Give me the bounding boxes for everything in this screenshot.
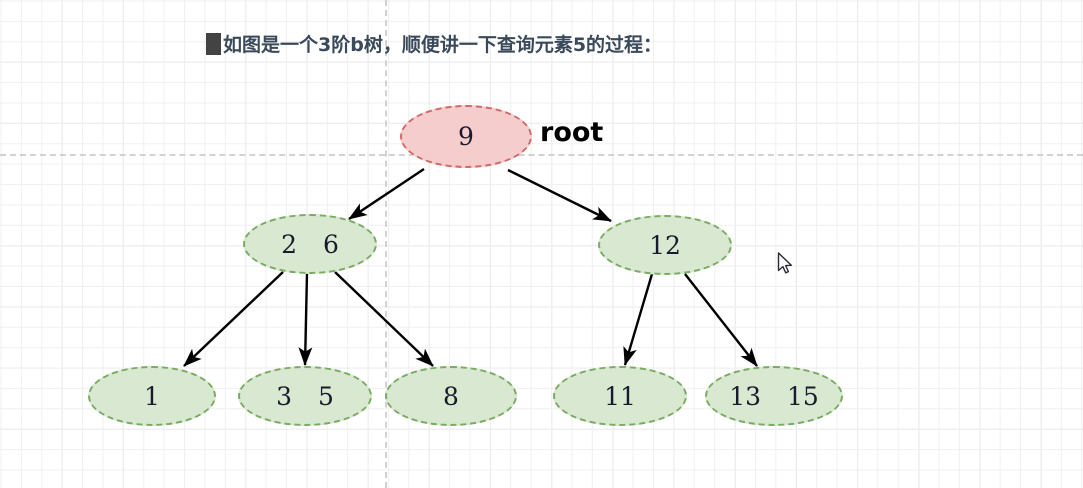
node-keys: 13 15 (729, 384, 819, 409)
node-key: 9 (458, 122, 474, 151)
node-key: 8 (443, 381, 459, 411)
node-keys: 1 (144, 384, 160, 409)
page-title: 如图是一个3阶b树，顺便讲一下查询元素5的过程： (206, 30, 662, 57)
edge-12-to-leaf-13-15 (684, 273, 758, 367)
tree-node-12[interactable]: 12 (598, 215, 732, 275)
edge-2-6-to-leaf-8 (334, 271, 434, 367)
node-keys: 11 (604, 384, 636, 409)
node-key: 15 (787, 381, 819, 411)
edge-2-6-to-leaf-1 (183, 271, 284, 367)
node-key: 2 (281, 229, 297, 259)
node-key: 13 (729, 381, 761, 411)
node-key: 5 (318, 381, 334, 411)
node-keys: 8 (443, 384, 459, 409)
tree-node-root[interactable]: 9 (400, 105, 532, 168)
tree-node-leaf-3-5[interactable]: 3 5 (238, 366, 372, 426)
tree-node-2-6[interactable]: 2 6 (243, 214, 377, 274)
node-keys: 2 6 (281, 232, 339, 257)
edge-12-to-leaf-11 (623, 273, 654, 366)
node-key: 1 (144, 381, 160, 411)
vertical-guide-line (385, 0, 387, 488)
node-key: 6 (323, 229, 339, 259)
node-key: 11 (604, 381, 636, 411)
square-bullet-icon (206, 32, 221, 55)
tree-node-leaf-11[interactable]: 11 (553, 366, 687, 426)
edge-root-to-12 (507, 168, 612, 223)
node-key: 12 (649, 230, 681, 260)
node-keys: 3 5 (276, 384, 334, 409)
node-keys: 9 (458, 124, 474, 149)
node-key: 3 (276, 381, 292, 411)
tree-node-leaf-8[interactable]: 8 (385, 366, 517, 426)
edge-2-6-to-leaf-3-5 (298, 272, 313, 366)
tree-node-leaf-13-15[interactable]: 13 15 (705, 366, 843, 426)
horizontal-guide-line (0, 154, 1083, 156)
page-title-text: 如图是一个3阶b树，顺便讲一下查询元素5的过程： (223, 34, 663, 56)
node-keys: 12 (649, 233, 681, 258)
tree-node-leaf-1[interactable]: 1 (88, 366, 216, 426)
root-label: root (540, 117, 604, 148)
mouse-pointer-icon (777, 252, 792, 274)
